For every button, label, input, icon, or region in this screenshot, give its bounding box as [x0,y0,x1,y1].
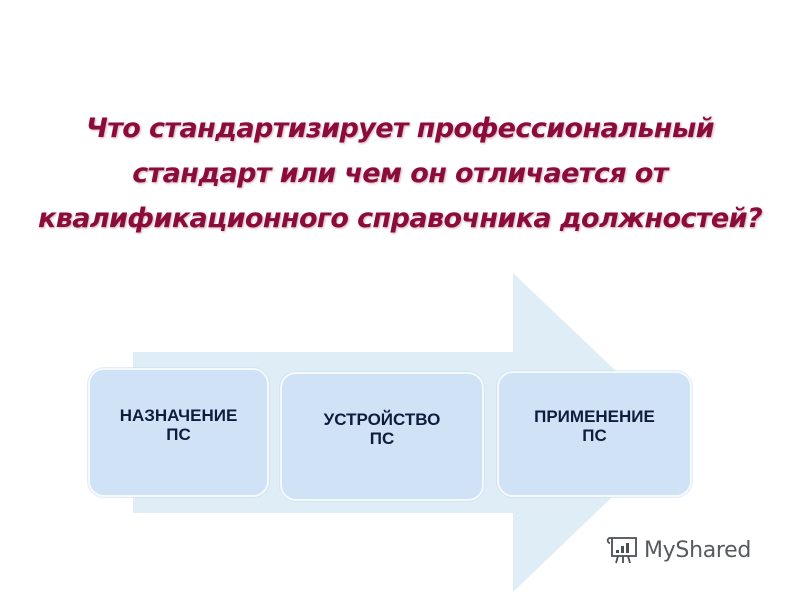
slide-title: Что стандартизирует профессиональный ста… [0,106,800,241]
step-label: ПРИМЕНЕНИЕ ПС [534,407,655,445]
step-box-application: ПРИМЕНЕНИЕ ПС [497,371,692,497]
title-line-3: квалификационного справочника должностей… [37,203,763,234]
step-box-purpose: НАЗНАЧЕНИЕ ПС [88,368,269,497]
title-line-1: Что стандартизирует профессиональный [86,113,715,144]
step-box-structure: УСТРОЙСТВО ПС [280,372,484,501]
watermark-text: MyShared [644,537,752,563]
title-line-2: стандарт или чем он отличается от [132,158,668,189]
step-label: УСТРОЙСТВО ПС [323,409,441,448]
step-label: НАЗНАЧЕНИЕ ПС [119,405,238,444]
presentation-board-icon [606,537,637,564]
myshared-watermark: MyShared [606,535,751,565]
